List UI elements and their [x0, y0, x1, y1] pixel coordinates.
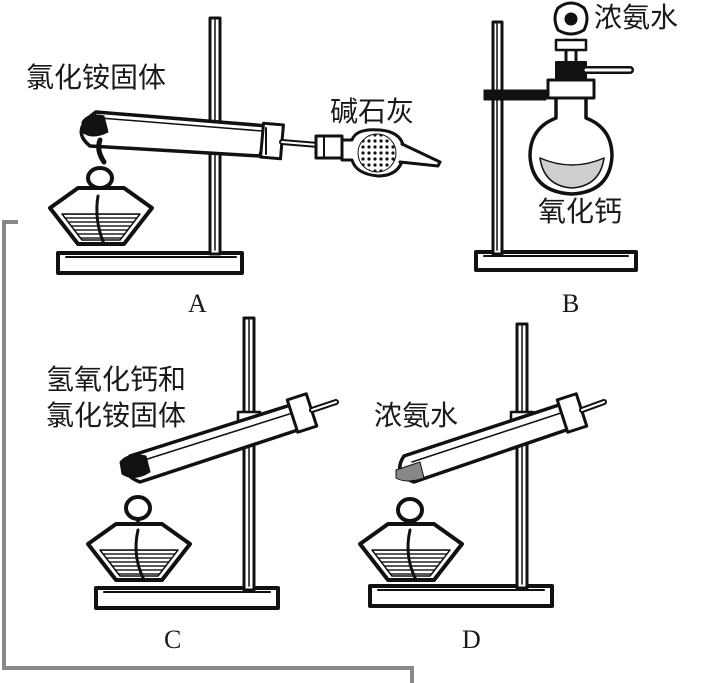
label-conc-ammonia-d: 浓氨水 — [374, 399, 459, 432]
apparatus-d — [358, 322, 607, 608]
apparatus-b — [474, 1, 638, 272]
label-ammonium-chloride-a: 氯化铵固体 — [26, 61, 167, 94]
soda-lime — [357, 133, 397, 173]
label-soda-lime: 碱石灰 — [330, 95, 415, 128]
label-c-line2: 氯化铵固体 — [46, 399, 187, 432]
frame-line — [2, 220, 414, 683]
caption-b: B — [562, 289, 580, 318]
caption-d: D — [462, 625, 481, 654]
caption-a: A — [188, 289, 207, 318]
label-calcium-oxide: 氧化钙 — [538, 195, 623, 228]
apparatus-a — [48, 16, 442, 275]
caption-c: C — [164, 625, 182, 654]
label-conc-ammonia-b: 浓氨水 — [594, 1, 679, 34]
apparatus-c — [86, 316, 339, 610]
label-c-line1: 氢氧化钙和 — [46, 363, 187, 396]
